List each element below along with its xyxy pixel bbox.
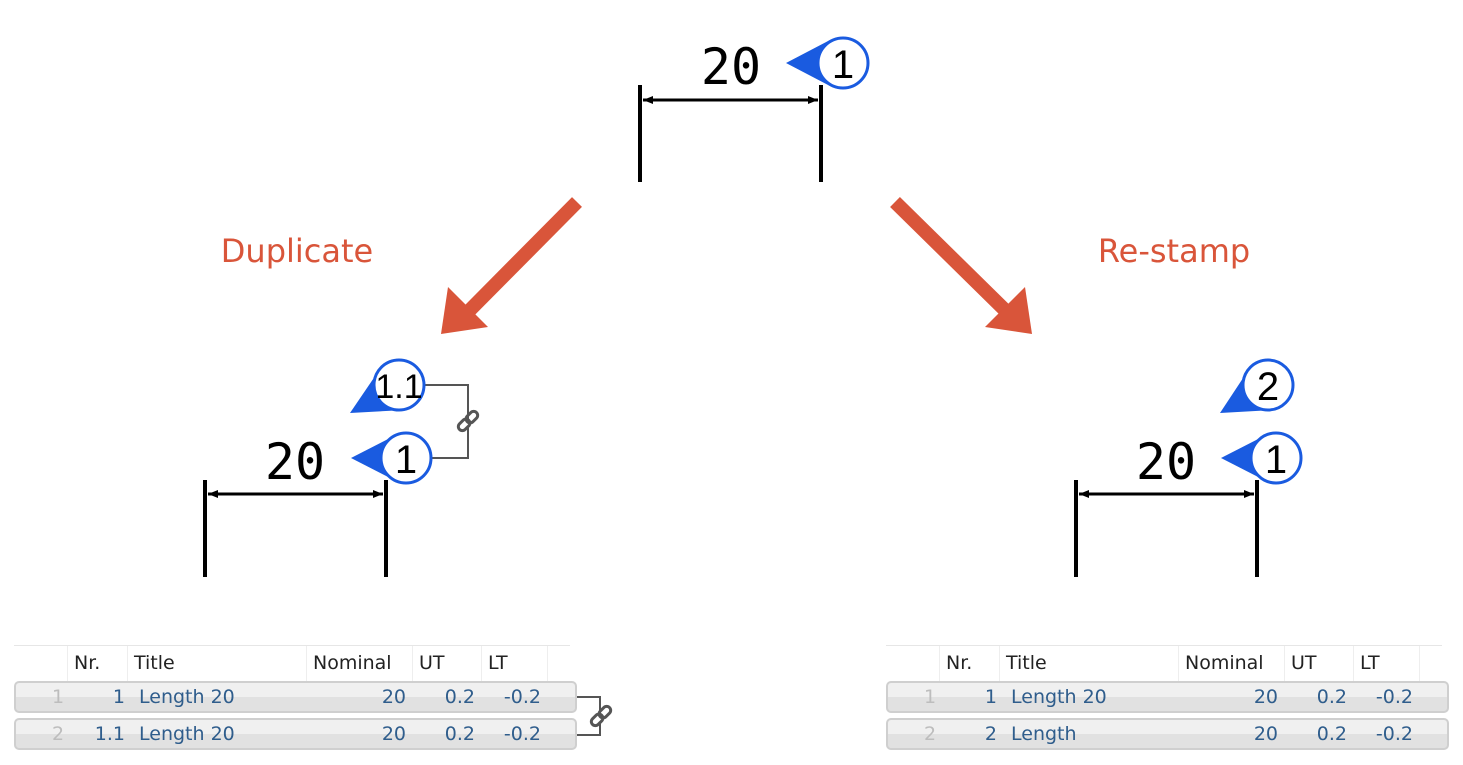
table-row[interactable]: 1 1 Length 20 20 0.2 -0.2 (886, 681, 1449, 713)
col-index (886, 646, 940, 681)
cell-ut: 0.2 (1316, 686, 1347, 708)
col-nominal[interactable]: Nominal (1179, 646, 1285, 681)
cell-nominal: 20 (381, 686, 406, 708)
arrow-duplicate (441, 197, 582, 334)
col-lt[interactable]: LT (482, 646, 548, 681)
arrow-restamp (890, 197, 1032, 334)
balloon-number: 1 (395, 438, 417, 482)
top-dimension: 20 (638, 38, 823, 182)
balloon-duplicate[interactable]: 1.1 (350, 358, 426, 413)
balloon-new[interactable]: 2 (1220, 358, 1295, 413)
cell-ut: 0.2 (444, 686, 475, 708)
cell-nominal: 20 (381, 723, 406, 745)
restamp-dimension: 20 (1074, 433, 1259, 577)
cell-title: Length 20 (1011, 686, 1107, 708)
chain-link-icon (589, 704, 613, 728)
col-nr[interactable]: Nr. (68, 646, 128, 681)
dimension-value: 20 (1136, 433, 1196, 491)
table-row[interactable]: 2 2 Length 20 0.2 -0.2 (886, 718, 1449, 750)
table-header: Nr. Title Nominal UT LT (886, 645, 1442, 681)
col-lt[interactable]: LT (1354, 646, 1420, 681)
col-nr[interactable]: Nr. (940, 646, 1000, 681)
balloon-number: 1 (832, 43, 854, 87)
col-title[interactable]: Title (128, 646, 307, 681)
row-index: 2 (924, 723, 937, 745)
row-index: 2 (52, 723, 65, 745)
cell-title: Length 20 (139, 686, 235, 708)
cell-nr: 2 (984, 723, 997, 745)
balloon-number: 1.1 (375, 368, 422, 406)
cell-nr: 1 (112, 686, 125, 708)
cell-nr: 1 (984, 686, 997, 708)
balloon-main-right[interactable]: 1 (1221, 431, 1303, 485)
cell-lt: -0.2 (503, 686, 541, 708)
cell-title: Length (1011, 723, 1077, 745)
balloon-main-left[interactable]: 1 (351, 431, 433, 485)
cell-ut: 0.2 (1316, 723, 1347, 745)
table-row[interactable]: 2 1.1 Length 20 20 0.2 -0.2 (14, 718, 577, 750)
cell-lt: -0.2 (1375, 723, 1413, 745)
table-header: Nr. Title Nominal UT LT (14, 645, 570, 681)
balloon-number: 1 (1265, 438, 1287, 482)
col-index (14, 646, 68, 681)
duplicate-dimension: 20 (203, 433, 388, 577)
cell-lt: -0.2 (503, 723, 541, 745)
table-row[interactable]: 1 1 Length 20 20 0.2 -0.2 (14, 681, 577, 713)
col-nominal[interactable]: Nominal (307, 646, 413, 681)
col-ut[interactable]: UT (413, 646, 482, 681)
cell-nominal: 20 (1253, 686, 1278, 708)
balloon-top[interactable]: 1 (786, 36, 870, 90)
cell-ut: 0.2 (444, 723, 475, 745)
cell-nr: 1.1 (94, 723, 125, 745)
row-index: 1 (924, 686, 937, 708)
chain-link-icon (456, 409, 480, 433)
restamp-label: Re-stamp (1098, 232, 1250, 270)
dimension-value: 20 (265, 433, 325, 491)
col-title[interactable]: Title (1000, 646, 1179, 681)
dimension-value: 20 (701, 38, 761, 96)
row-index: 1 (52, 686, 65, 708)
duplicate-label: Duplicate (221, 232, 373, 270)
col-ut[interactable]: UT (1285, 646, 1354, 681)
cell-title: Length 20 (139, 723, 235, 745)
balloon-number: 2 (1257, 365, 1279, 409)
cell-nominal: 20 (1253, 723, 1278, 745)
cell-lt: -0.2 (1375, 686, 1413, 708)
